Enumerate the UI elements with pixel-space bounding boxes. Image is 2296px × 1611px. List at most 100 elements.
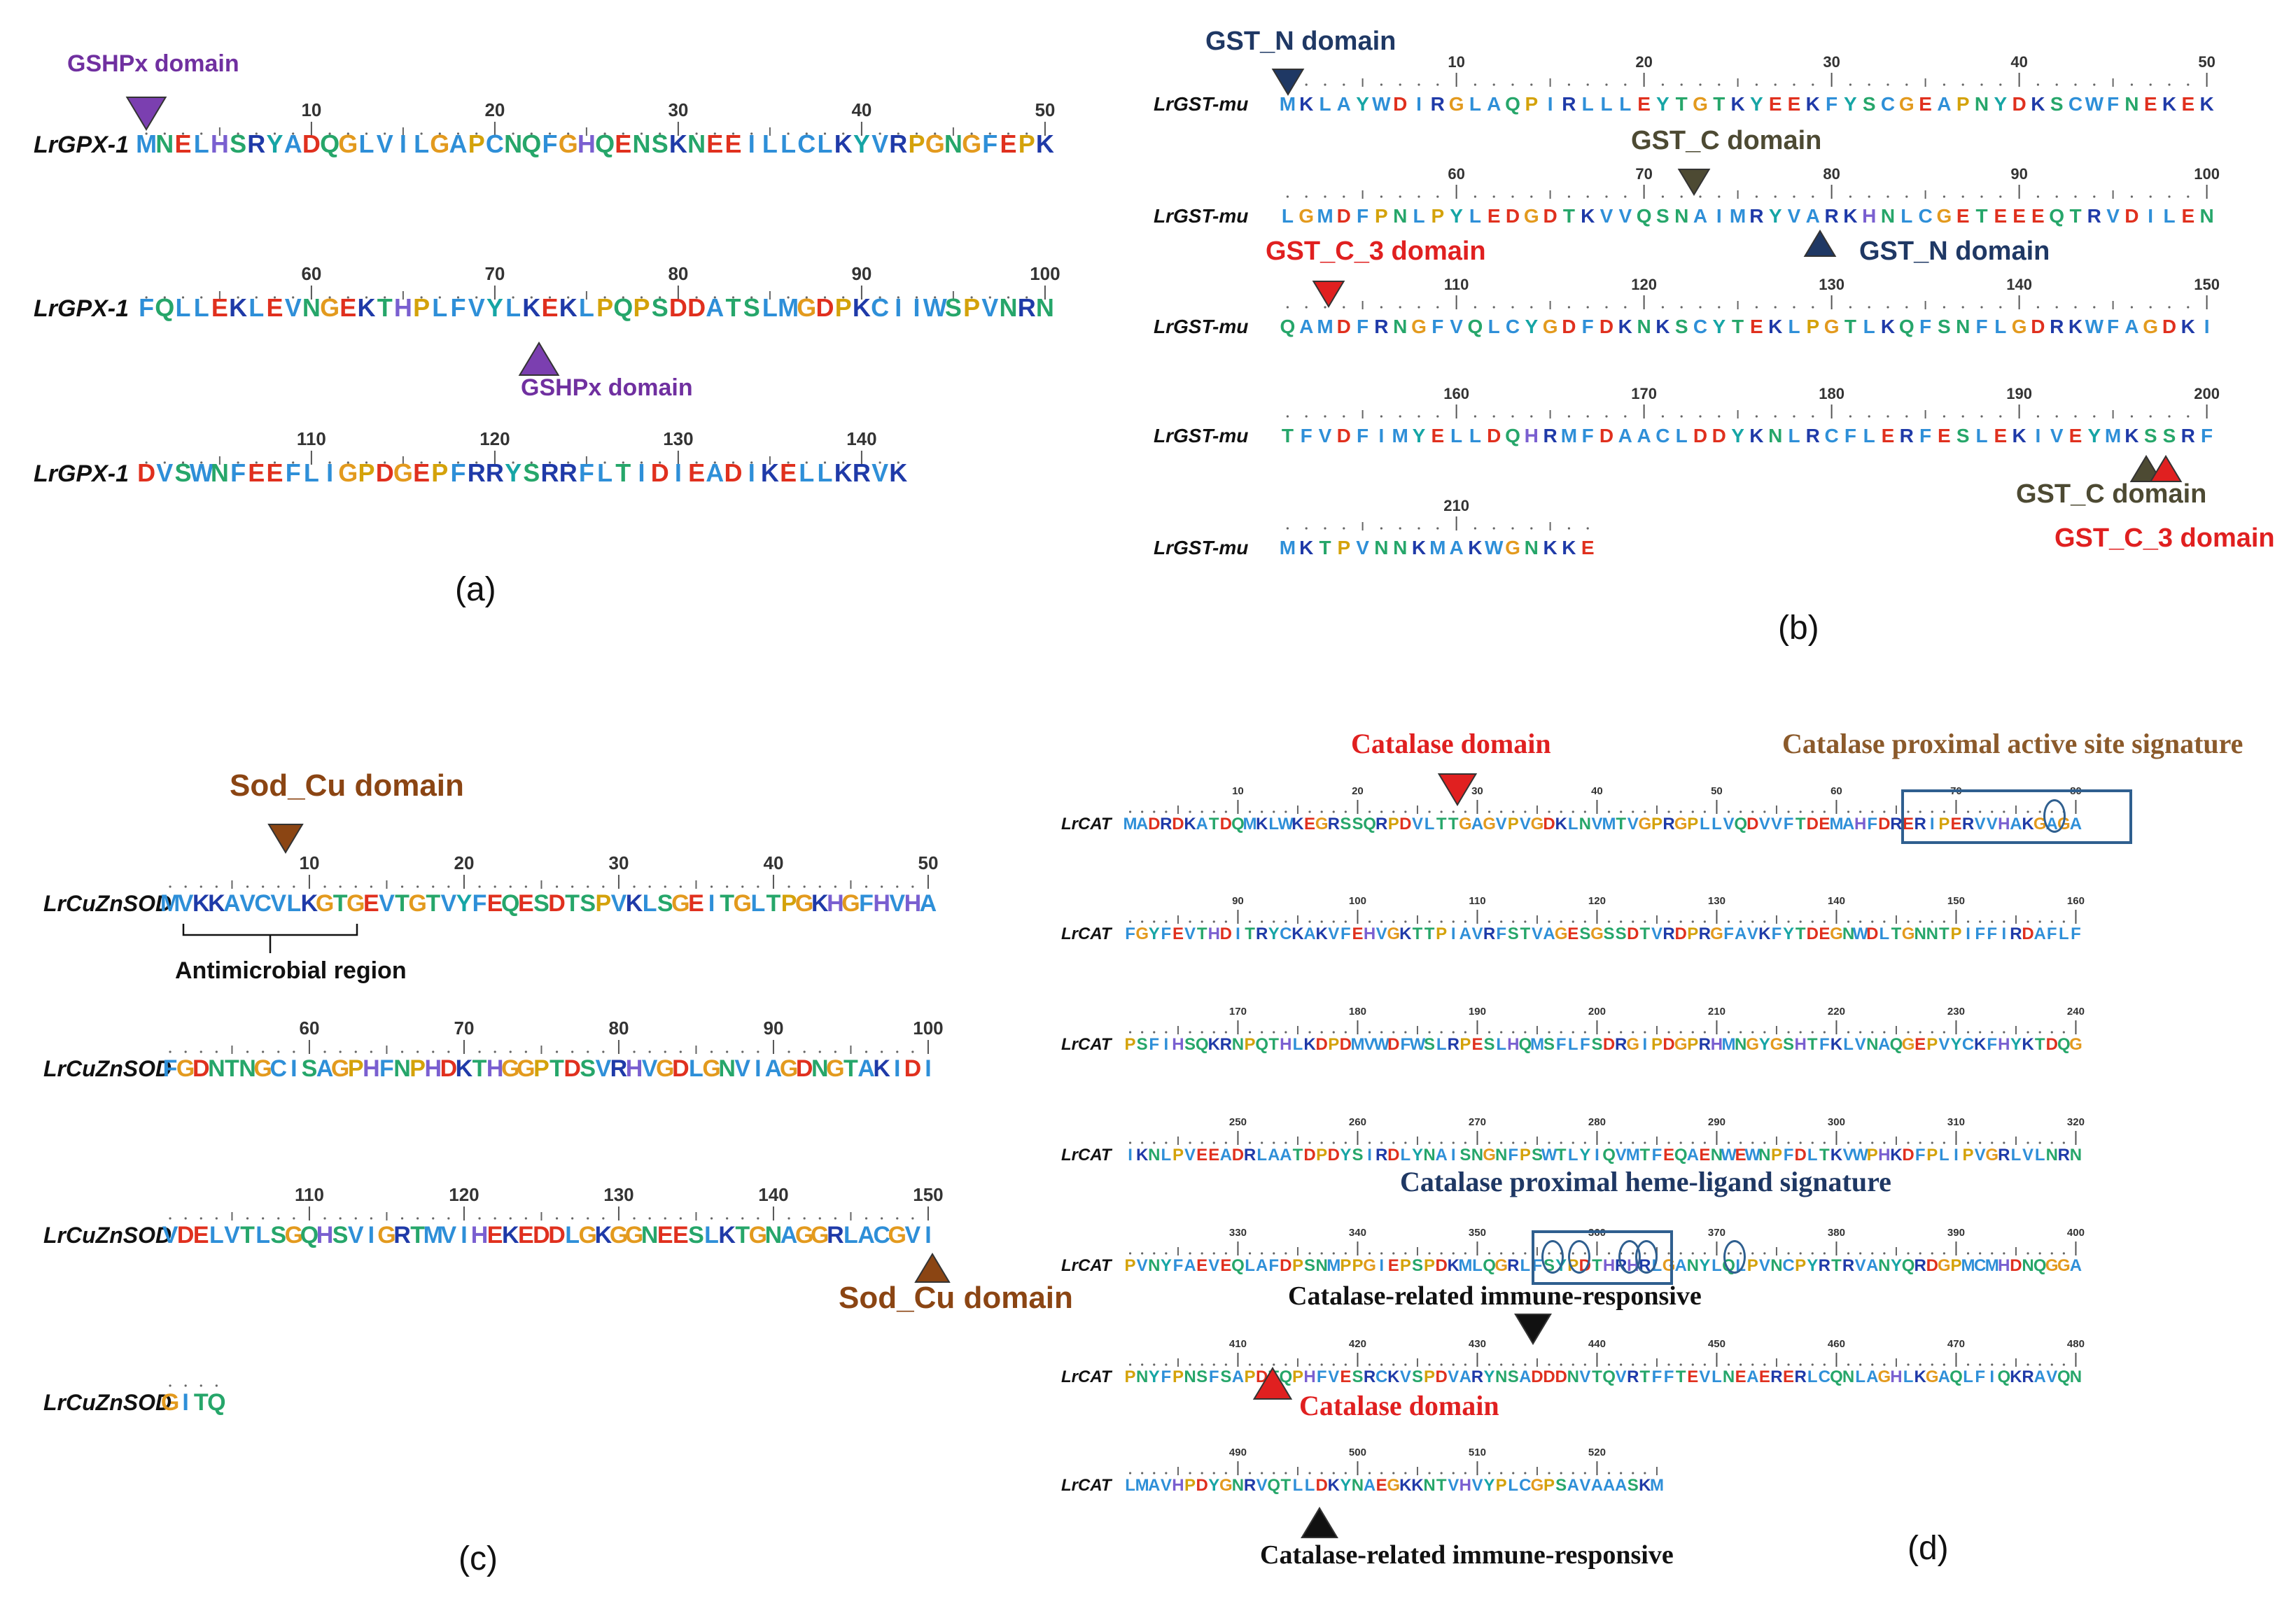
residue: Y	[853, 129, 870, 158]
residue: P	[1388, 815, 1399, 833]
residue: G	[2033, 815, 2047, 833]
residue: P	[1508, 815, 1519, 833]
ruler-dot	[1931, 810, 1933, 813]
residue: V	[1356, 537, 1369, 558]
ruler-dot	[1883, 1031, 1886, 1034]
ruler-dot	[834, 885, 836, 888]
row-label: LrCAT	[1061, 815, 1113, 833]
residue: R	[1256, 924, 1268, 943]
residue: P	[1963, 1146, 1974, 1165]
residue: S	[270, 1222, 286, 1248]
residue: S	[1938, 316, 1951, 337]
residue: H	[1208, 924, 1220, 943]
ruler-dot	[1492, 306, 1495, 309]
ruler-dot	[750, 132, 753, 135]
ruler-dot	[277, 1050, 280, 1053]
ruler-dot	[530, 132, 533, 135]
ruler-dot	[1751, 1141, 1754, 1144]
ruler-dot	[400, 1217, 404, 1220]
ruler-dot	[1661, 306, 1664, 309]
ruler-dot	[493, 1050, 496, 1053]
ruler-dot	[2093, 83, 2096, 86]
residue: S	[1604, 924, 1615, 943]
residue: H	[1603, 1256, 1615, 1275]
ruler-dot	[1605, 306, 1608, 309]
ruler-dot	[1583, 1031, 1586, 1034]
tick-label: 330	[1229, 1227, 1247, 1239]
residue: G	[408, 890, 426, 917]
residue-circle	[1568, 1240, 1590, 1274]
ruler-dot	[1344, 1031, 1347, 1034]
residue: N	[765, 1222, 783, 1248]
residue: L	[1963, 1367, 1973, 1386]
residue: K	[1758, 924, 1771, 943]
ruler-dot	[915, 132, 918, 135]
residue: L	[762, 129, 778, 158]
ruler-dot	[1740, 1363, 1742, 1366]
residue: L	[505, 293, 521, 322]
residue: D	[2124, 205, 2138, 227]
ruler-dot	[2062, 1141, 2065, 1144]
ruler-dot	[602, 1217, 605, 1220]
ruler-dot	[659, 296, 662, 299]
ruler-dot	[1883, 920, 1886, 923]
residue: L	[432, 293, 447, 322]
ruler-dot	[1141, 920, 1144, 923]
residue: Q	[320, 129, 340, 158]
residue: F	[286, 458, 301, 487]
ruler-dot	[255, 296, 258, 299]
ruler-dot	[1474, 83, 1476, 86]
marker-gst-c3-1	[1312, 281, 1345, 308]
residue: N	[1579, 815, 1591, 833]
ruler-dot	[1524, 920, 1527, 923]
residue: Y	[1731, 425, 1744, 446]
ruler-dot	[896, 1217, 899, 1220]
ruler-dot	[1464, 1031, 1466, 1034]
residue: V	[1699, 1367, 1710, 1386]
residue: M	[1317, 205, 1333, 227]
residue: K	[2012, 425, 2026, 446]
ruler-dot	[1524, 1141, 1527, 1144]
ruler-dot	[1966, 1363, 1970, 1366]
tick-label: 110	[1469, 895, 1485, 907]
ruler-dot	[622, 461, 624, 464]
residue: L	[1939, 1146, 1949, 1165]
residue: Q	[1949, 1367, 1963, 1386]
residue: V	[1628, 815, 1639, 833]
residue: L	[194, 129, 209, 158]
residue: E	[340, 293, 356, 322]
ruler-dot	[732, 296, 735, 299]
residue: G	[346, 890, 365, 917]
ruler-dot	[2093, 195, 2096, 198]
residue: K	[1136, 1146, 1149, 1165]
residue: L	[2011, 1146, 2022, 1165]
ruler-dot	[788, 1050, 790, 1053]
residue: N	[302, 293, 321, 322]
tick-label: 40	[851, 99, 872, 120]
ruler-dot	[346, 296, 349, 299]
residue: S	[1304, 1256, 1315, 1275]
ruler-dot	[664, 1050, 666, 1053]
residue: K	[1303, 1035, 1316, 1054]
residue: F	[1723, 924, 1734, 943]
residue: K	[1543, 537, 1557, 558]
residue: E	[1819, 924, 1830, 943]
ruler-dot	[1980, 306, 1983, 309]
ruler-dot	[1165, 1141, 1168, 1144]
tick-label: 130	[603, 1184, 634, 1205]
residue: V	[1855, 1035, 1866, 1054]
tick-label: 90	[1232, 895, 1244, 907]
residue: T	[395, 890, 410, 917]
ruler-dot	[741, 885, 744, 888]
residue: S	[1628, 1476, 1639, 1495]
residue: M	[1243, 815, 1257, 833]
ruler-dot	[897, 132, 899, 135]
residue: S	[580, 1055, 596, 1082]
ruler-dot	[1703, 920, 1706, 923]
ruler-dot	[1200, 1363, 1203, 1366]
residue: T	[1819, 1146, 1830, 1165]
ruler-dot	[1567, 306, 1570, 309]
heme-ligand-box	[1532, 1230, 1673, 1285]
residue: K	[834, 458, 853, 487]
ruler-dot	[823, 461, 827, 464]
